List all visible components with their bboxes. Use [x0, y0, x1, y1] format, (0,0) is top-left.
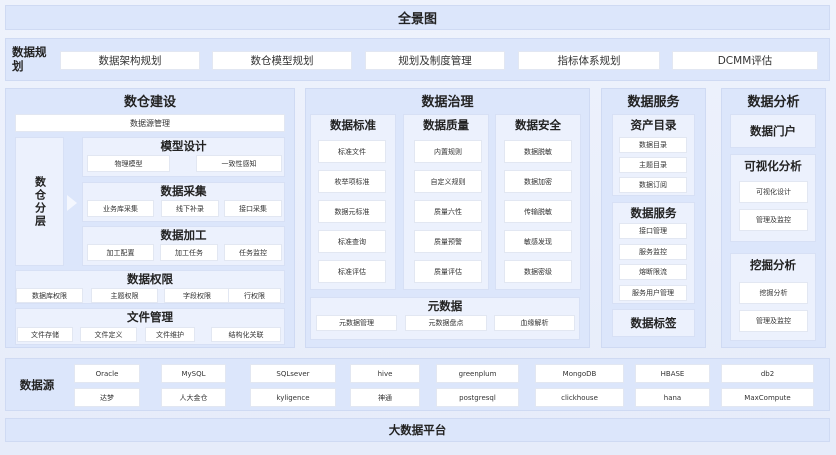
file-item[interactable]: 文件存储	[17, 327, 73, 342]
metadata-item[interactable]: 血缘解析	[494, 315, 575, 331]
quality-item[interactable]: 质量预警	[414, 230, 482, 253]
data-service-item[interactable]: 接口管理	[619, 223, 687, 239]
collect-item[interactable]: 接口采集	[224, 200, 282, 217]
metadata-title: 元数据	[427, 299, 463, 313]
quality-item[interactable]: 自定义规则	[414, 170, 482, 193]
data-source-item[interactable]: Oracle	[74, 364, 140, 383]
planning-item[interactable]: 数据架构规划	[60, 51, 200, 70]
standard-title: 数据标准	[330, 118, 376, 132]
visual-item[interactable]: 可视化设计	[739, 181, 808, 203]
mining-title: 挖掘分析	[750, 258, 796, 272]
data-source-item[interactable]: SQLsever	[250, 364, 336, 383]
permission-title: 数据权限	[127, 272, 173, 286]
standard-item[interactable]: 标准评估	[318, 260, 386, 283]
source-management[interactable]: 数据源管理	[15, 114, 285, 132]
file-title: 文件管理	[127, 310, 173, 324]
model-item[interactable]: 一致性感知	[196, 155, 282, 172]
data-portal[interactable]: 数据门户	[730, 114, 816, 148]
security-item[interactable]: 数据脱敏	[504, 140, 572, 163]
overview-title: 全景图	[5, 5, 830, 30]
planning-item[interactable]: 指标体系规划	[518, 51, 660, 70]
data-source-item[interactable]: 人大金仓	[161, 388, 226, 407]
security-item[interactable]: 传输脱敏	[504, 200, 572, 223]
data-source-item[interactable]: hive	[350, 364, 420, 383]
permission-item[interactable]: 数据库权限	[16, 288, 83, 303]
metadata-item[interactable]: 元数据盘点	[405, 315, 487, 331]
data-tags[interactable]: 数据标签	[612, 309, 695, 337]
security-item[interactable]: 数据加密	[504, 170, 572, 193]
visual-item[interactable]: 管理及监控	[739, 209, 808, 231]
collect-item[interactable]: 业务库采集	[87, 200, 154, 217]
data-source-item[interactable]: hana	[635, 388, 710, 407]
quality-item[interactable]: 质量评估	[414, 260, 482, 283]
sources-label: 数据源	[19, 378, 55, 392]
data-service-item[interactable]: 服务用户管理	[619, 284, 687, 301]
data-source-item[interactable]: postgresql	[436, 388, 519, 407]
collect-item[interactable]: 线下补录	[161, 200, 219, 217]
catalog-item[interactable]: 主题目录	[619, 157, 687, 173]
process-item[interactable]: 任务监控	[224, 244, 282, 261]
process-item[interactable]: 加工任务	[160, 244, 218, 261]
planning-item[interactable]: 数仓模型规划	[212, 51, 352, 70]
mining-item[interactable]: 管理及监控	[739, 310, 808, 332]
security-item[interactable]: 敏感发现	[504, 230, 572, 253]
warehouse-title: 数仓建设	[123, 94, 176, 110]
visual-title: 可视化分析	[744, 159, 802, 173]
collect-title: 数据采集	[160, 184, 207, 198]
catalog-title: 资产目录	[630, 118, 677, 132]
data-service-title: 数据服务	[630, 206, 677, 220]
data-source-item[interactable]: 达梦	[74, 388, 140, 407]
data-source-item[interactable]: MongoDB	[535, 364, 624, 383]
quality-item[interactable]: 质量六性	[414, 200, 482, 223]
mining-item[interactable]: 挖掘分析	[739, 282, 808, 304]
warehouse-layering[interactable]: 数仓分层	[15, 137, 64, 266]
data-service-item[interactable]: 熔断限流	[619, 264, 687, 280]
service-title: 数据服务	[627, 94, 680, 110]
planning-item[interactable]: DCMM评估	[672, 51, 818, 70]
arrow-right-icon	[67, 195, 77, 211]
data-source-item[interactable]: MySQL	[161, 364, 226, 383]
data-source-item[interactable]: clickhouse	[535, 388, 624, 407]
catalog-item[interactable]: 数据订阅	[619, 177, 687, 193]
process-item[interactable]: 加工配置	[87, 244, 154, 261]
data-source-item[interactable]: MaxCompute	[721, 388, 814, 407]
security-title: 数据安全	[515, 118, 561, 132]
data-service-item[interactable]: 服务监控	[619, 243, 687, 260]
metadata-item[interactable]: 元数据管理	[316, 315, 397, 331]
data-source-item[interactable]: db2	[721, 364, 814, 383]
file-item[interactable]: 结构化关联	[211, 327, 281, 342]
permission-item[interactable]: 主题权限	[91, 288, 158, 303]
standard-item[interactable]: 标准查询	[318, 230, 386, 253]
planning-label: 数据规划	[12, 45, 47, 73]
analysis-title: 数据分析	[747, 94, 800, 110]
catalog-item[interactable]: 数据目录	[619, 137, 687, 153]
big-data-platform: 大数据平台	[5, 418, 830, 442]
quality-title: 数据质量	[423, 118, 469, 132]
standard-item[interactable]: 枚举项标准	[318, 170, 386, 193]
standard-item[interactable]: 标准文件	[318, 140, 386, 163]
quality-item[interactable]: 内置规则	[414, 140, 482, 163]
process-title: 数据加工	[160, 228, 207, 242]
permission-item[interactable]: 字段权限	[164, 288, 230, 303]
data-source-item[interactable]: greenplum	[436, 364, 519, 383]
file-item[interactable]: 文件维护	[145, 327, 195, 342]
file-item[interactable]: 文件定义	[80, 327, 137, 342]
planning-item[interactable]: 规划及制度管理	[365, 51, 505, 70]
data-source-item[interactable]: 神通	[350, 388, 420, 407]
security-item[interactable]: 数据密级	[504, 260, 572, 283]
governance-title: 数据治理	[421, 94, 474, 110]
model-title: 模型设计	[160, 139, 207, 153]
standard-item[interactable]: 数据元标准	[318, 200, 386, 223]
model-item[interactable]: 物理模型	[87, 155, 170, 172]
data-source-item[interactable]: HBASE	[635, 364, 710, 383]
permission-item[interactable]: 行权限	[228, 288, 281, 303]
data-source-item[interactable]: kyligence	[250, 388, 336, 407]
